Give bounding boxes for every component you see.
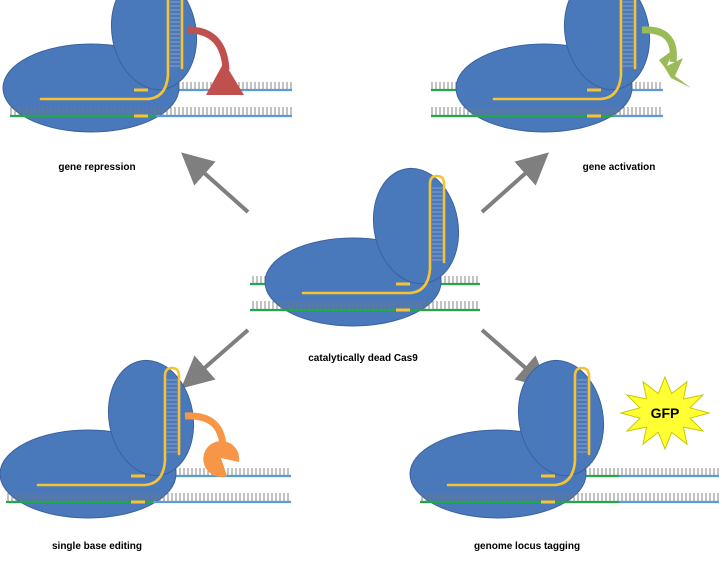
label-single-base-editing: single base editing [51, 541, 143, 552]
label-gene-repression: gene repression [58, 162, 136, 173]
pacman-icon [203, 440, 240, 477]
guide-rna [301, 174, 446, 295]
dcas9-gene-repression [2, 0, 292, 133]
arrow-to-gene-activation [480, 152, 549, 214]
starburst-icon [619, 375, 711, 451]
guide-rna [446, 366, 591, 487]
arrow-to-genome-locus-tagging [480, 328, 550, 389]
label-genome-locus-tagging: genome locus tagging [473, 541, 581, 552]
dcas9-gene-activation [431, 0, 691, 133]
dna-bottom-rungs [6, 493, 291, 501]
arrow-to-single-base-editing [180, 328, 250, 389]
dcas9-single-base-editing [0, 359, 291, 519]
units-layer: GFP [0, 0, 719, 519]
dcas9-genome-locus-tagging: GFP [409, 359, 719, 519]
dna-bottom-rungs [431, 107, 663, 115]
dna-bottom-rungs [250, 301, 480, 309]
label-gene-activation: gene activation [582, 162, 656, 173]
label-center: catalytically dead Cas9 [308, 353, 418, 364]
guide-rna [492, 0, 637, 101]
guide-rna [39, 0, 184, 101]
triangle-icon [206, 62, 244, 95]
dna-bottom-rungs [420, 493, 719, 501]
lightning-bolt-icon [659, 50, 691, 88]
arrows-layer [180, 152, 550, 389]
gfp-label: GFP [651, 405, 680, 421]
dna-bottom-rungs [10, 107, 292, 115]
linker-arc [187, 26, 230, 71]
arrow-to-gene-repression [181, 152, 250, 214]
linker-arc [641, 26, 677, 63]
dcas9-center [250, 167, 480, 327]
guide-rna [36, 366, 181, 487]
